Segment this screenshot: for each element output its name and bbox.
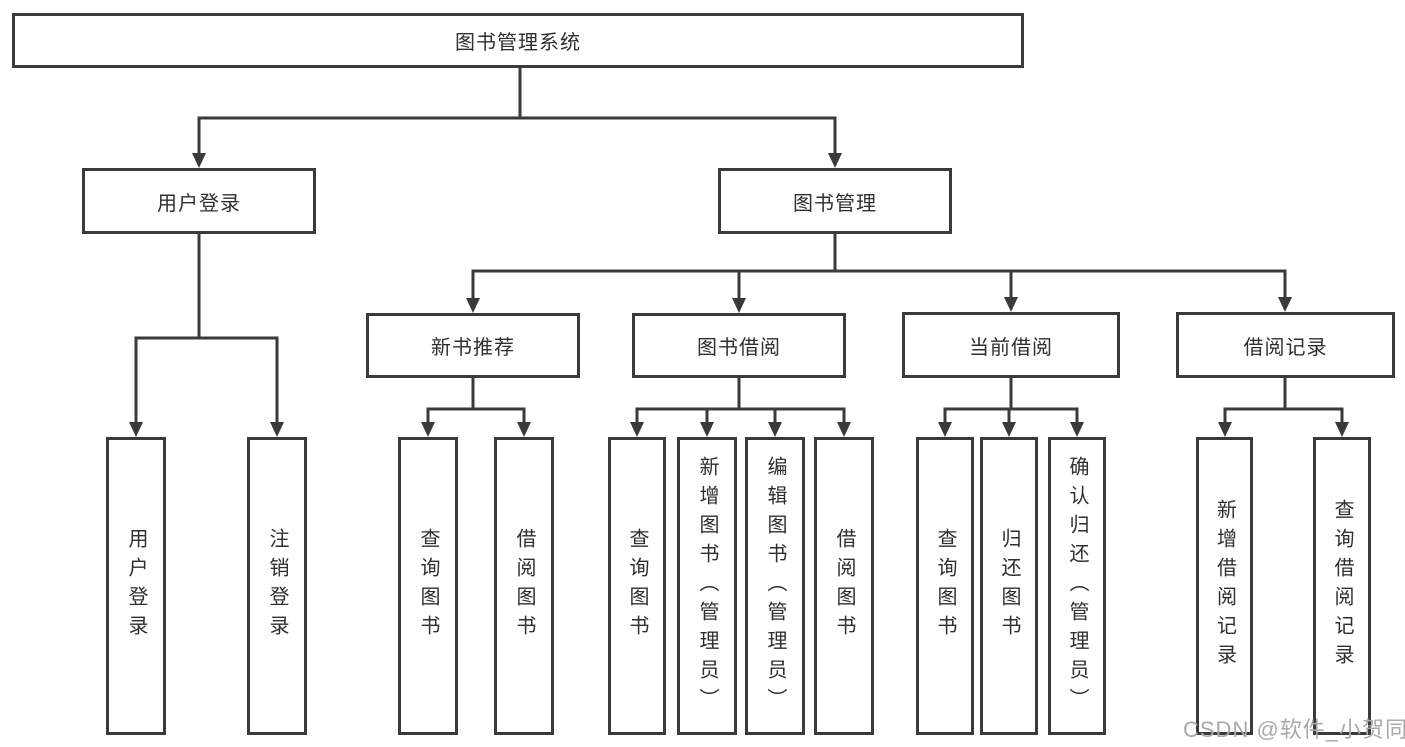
node-label: 新书推荐 (431, 337, 515, 359)
node-current-borrowing: 当前借阅 (902, 312, 1120, 378)
node-user-login: 用户登录 (82, 168, 316, 234)
node-label: 查询图书 (934, 528, 956, 644)
node-leaf-borrow-books-2: 借阅图书 (814, 437, 874, 735)
node-leaf-confirm-return-admin: 确认归还（管理员） (1048, 437, 1106, 735)
edges-current-borrowing-children (938, 376, 1084, 437)
node-root-library-management-system: 图书管理系统 (12, 13, 1024, 68)
node-leaf-add-books-admin: 新增图书（管理员） (677, 437, 737, 735)
node-leaf-query-books-1: 查询图书 (398, 437, 458, 735)
edges-root-to-level2 (192, 66, 842, 168)
node-leaf-query-books-3: 查询图书 (916, 437, 974, 735)
node-label: 查询借阅记录 (1331, 499, 1353, 673)
node-label: 注销登录 (266, 528, 288, 644)
node-leaf-return-books: 归还图书 (980, 437, 1038, 735)
node-leaf-user-login: 用户登录 (106, 437, 166, 735)
node-label: 借阅图书 (513, 528, 535, 644)
node-label: 当前借阅 (969, 336, 1053, 359)
node-label: 查询图书 (417, 528, 439, 644)
node-book-management: 图书管理 (718, 168, 952, 234)
node-leaf-query-borrowing-record: 查询借阅记录 (1313, 437, 1371, 735)
node-label: 确认归还（管理员） (1066, 455, 1088, 717)
edges-new-book-rec-children (421, 376, 531, 437)
node-leaf-query-books-2: 查询图书 (608, 437, 666, 735)
node-label: 用户登录 (125, 528, 147, 644)
edges-borrowing-records-children (1218, 376, 1349, 437)
node-label: 查询图书 (626, 528, 648, 644)
node-book-borrowing: 图书借阅 (632, 313, 846, 378)
csdn-watermark: CSDN @软件_小贺同学 (1183, 717, 1405, 742)
node-leaf-borrow-books-1: 借阅图书 (494, 437, 554, 735)
node-label: 图书管理系统 (455, 32, 581, 54)
node-label: 新增图书（管理员） (696, 455, 718, 717)
edges-book-management-children (466, 232, 1292, 313)
node-label: 用户登录 (157, 192, 241, 215)
edges-user-login-children (129, 232, 284, 437)
node-new-book-recommendation: 新书推荐 (366, 313, 580, 378)
node-label: 借阅记录 (1243, 336, 1328, 359)
node-leaf-edit-books-admin: 编辑图书（管理员） (745, 437, 805, 735)
node-label: 归还图书 (998, 528, 1020, 644)
node-label: 新增借阅记录 (1213, 499, 1236, 673)
node-borrowing-records: 借阅记录 (1176, 312, 1395, 378)
node-label: 借阅图书 (833, 528, 855, 644)
node-label: 编辑图书（管理员） (764, 455, 786, 717)
edges-book-borrowing-children (630, 376, 851, 437)
node-label: 图书借阅 (697, 337, 781, 359)
node-leaf-logout: 注销登录 (247, 437, 307, 735)
node-leaf-add-borrowing-record: 新增借阅记录 (1196, 437, 1253, 735)
node-label: 图书管理 (793, 192, 877, 215)
